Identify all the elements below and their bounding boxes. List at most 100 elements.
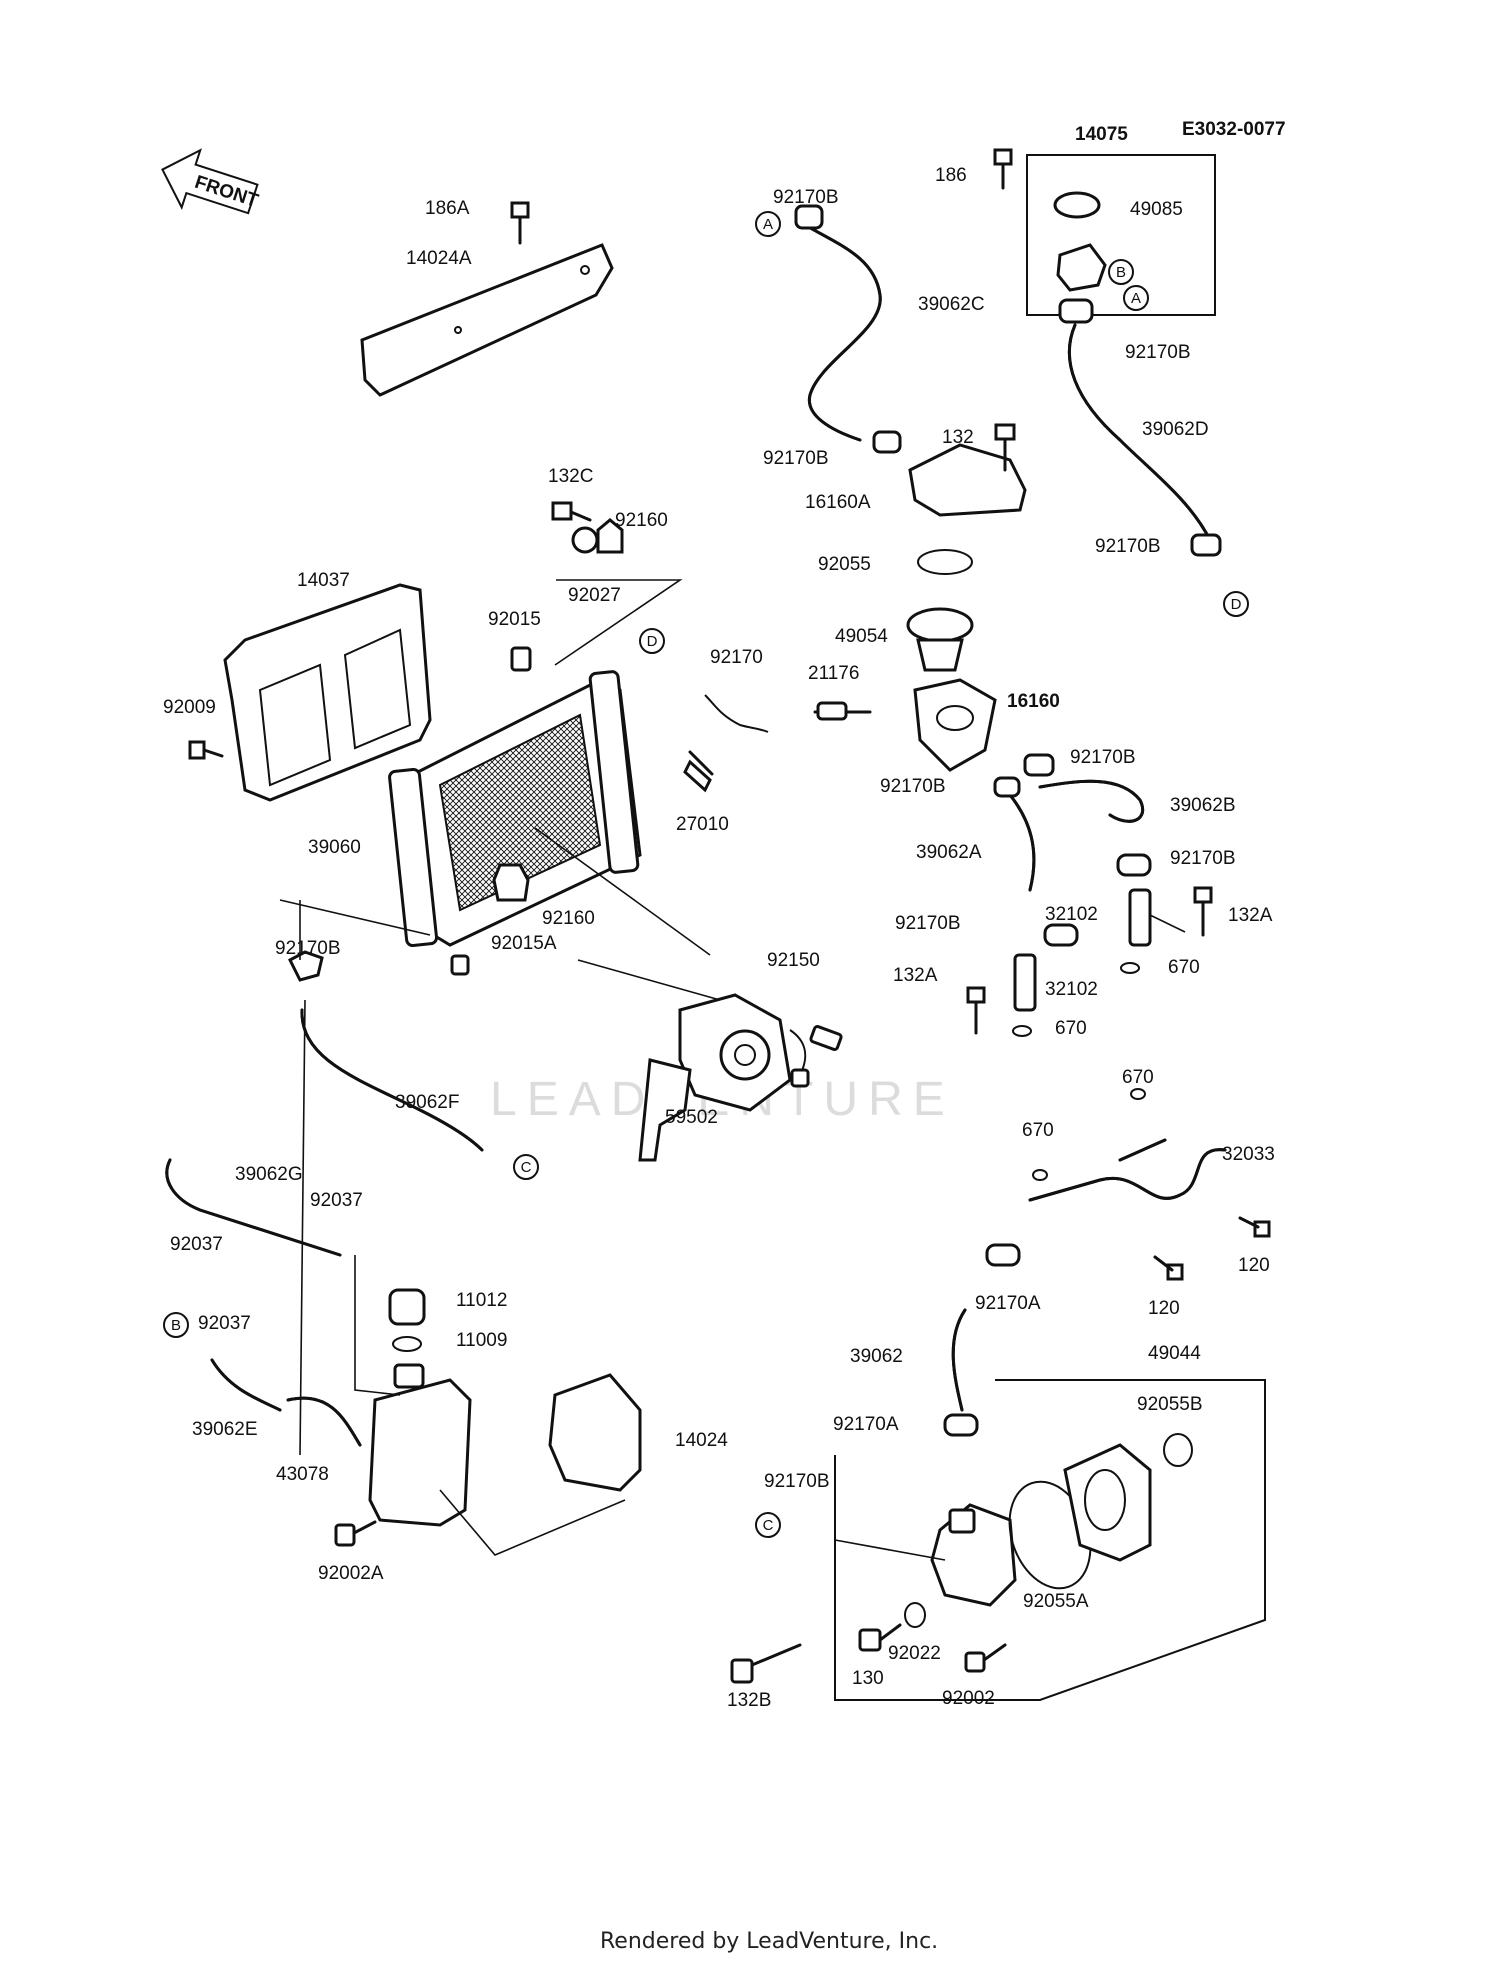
callout-130: 130 (852, 1668, 884, 1689)
callout-92015a: 92015A (491, 933, 557, 954)
callout-132: 132 (942, 427, 974, 448)
callout-92170b: 92170B (763, 448, 829, 469)
reservoir-43078 (368, 1363, 472, 1527)
callout-32102: 32102 (1045, 979, 1098, 1000)
callout-59502: 59502 (665, 1107, 718, 1128)
callout-132b: 132B (727, 1690, 771, 1711)
fitting-32102-lower (1013, 953, 1037, 1012)
callout-92170b: 92170B (1070, 747, 1136, 768)
callout-32102: 32102 (1045, 904, 1098, 925)
fan-motor-59502 (638, 993, 810, 1162)
callout-670: 670 (1022, 1120, 1054, 1141)
grommet-92160-top (596, 518, 624, 554)
switch-27010 (683, 759, 712, 793)
callout-92037: 92037 (170, 1234, 223, 1255)
callout-49044: 49044 (1148, 1343, 1201, 1364)
callout-11009: 11009 (456, 1330, 507, 1351)
callout-132c: 132C (548, 466, 593, 487)
hose-39062 (951, 1308, 967, 1412)
callout-92170b: 92170B (1125, 342, 1191, 363)
callout-132a: 132A (893, 965, 938, 986)
clamp-92170b-lower (872, 430, 902, 454)
gasket-11009 (392, 1336, 422, 1352)
callout-92170a: 92170A (975, 1293, 1041, 1314)
callout-39062d: 39062D (1142, 419, 1209, 440)
callout-39062: 39062 (850, 1346, 903, 1367)
svg-text:D: D (1231, 596, 1242, 613)
callout-16160: 16160 (1007, 691, 1060, 712)
ref-marker-b: B (1108, 259, 1134, 285)
callout-92055a: 92055A (1023, 1591, 1089, 1612)
callout-14075: 14075 (1075, 124, 1128, 145)
diagram-code: E3032-0077 (1182, 119, 1286, 140)
reservoir-cap-11012 (388, 1288, 426, 1326)
callout-92015: 92015 (488, 609, 541, 630)
cap-49085 (1053, 191, 1101, 219)
callout-39062e: 39062E (192, 1419, 258, 1440)
callout-92170b: 92170B (1170, 848, 1236, 869)
hose-39062f (300, 1008, 484, 1152)
callout-92170a: 92170A (833, 1414, 899, 1435)
hose-39062g (165, 1158, 342, 1257)
cover-plate-14024a (360, 243, 614, 397)
callout-92027: 92027 (568, 585, 621, 606)
svg-text:B: B (171, 1317, 181, 1334)
callout-92170b: 92170B (895, 913, 961, 934)
callout-92037: 92037 (310, 1190, 363, 1211)
callout-14037: 14037 (297, 570, 350, 591)
ref-marker-a: A (755, 211, 781, 237)
ref-marker-a: A (1123, 285, 1149, 311)
callout-186a: 186A (425, 198, 470, 219)
callout-120: 120 (1238, 1255, 1270, 1276)
callout-11012: 11012 (456, 1290, 507, 1311)
callout-16160a: 16160A (805, 492, 871, 513)
svg-text:A: A (1131, 290, 1141, 307)
radiator-screen-14037 (223, 583, 432, 802)
hose-39062e (210, 1358, 282, 1412)
callout-14024a: 14024A (406, 248, 472, 269)
clamp-92170b (794, 204, 824, 230)
water-pump (930, 1433, 1193, 1607)
svg-text:D: D (647, 633, 658, 650)
callout-92002a: 92002A (318, 1563, 384, 1584)
svg-text:C: C (521, 1159, 532, 1176)
o-ring-92055 (917, 549, 973, 575)
svg-text:A: A (763, 216, 773, 233)
radiator-39060 (388, 670, 642, 947)
housing-16160 (913, 678, 997, 772)
callout-92160: 92160 (615, 510, 668, 531)
callout-670: 670 (1055, 1018, 1087, 1039)
callout-92037: 92037 (198, 1313, 251, 1334)
svg-text:B: B (1116, 264, 1126, 281)
callout-92170b: 92170B (880, 776, 946, 797)
callout-39062b: 39062B (1170, 795, 1236, 816)
callout-32033: 32033 (1222, 1144, 1275, 1165)
callout-14024: 14024 (675, 1430, 728, 1451)
fitting-32102-upper (1128, 888, 1152, 947)
ref-marker-b: B (163, 1312, 189, 1338)
hose-39062d (1067, 323, 1212, 542)
callout-670: 670 (1168, 957, 1200, 978)
callout-186: 186 (935, 165, 967, 186)
ref-marker-c: C (513, 1154, 539, 1180)
pipe-32033 (1028, 1138, 1227, 1202)
hose-39062a (1008, 793, 1036, 892)
callout-92160: 92160 (542, 908, 595, 929)
hose-39062b (1038, 779, 1145, 823)
callout-39062g: 39062G (235, 1164, 303, 1185)
callout-92170: 92170 (710, 647, 763, 668)
callout-27010: 27010 (676, 814, 729, 835)
front-arrow: FRONT (161, 148, 261, 215)
callout-92055b: 92055B (1137, 1394, 1203, 1415)
hose-39062c (803, 223, 882, 442)
callout-92150: 92150 (767, 950, 820, 971)
thermostat-49054 (906, 607, 974, 672)
callout-49085: 49085 (1130, 199, 1183, 220)
callout-92055: 92055 (818, 554, 871, 575)
callout-92170b: 92170B (1095, 536, 1161, 557)
callout-39062a: 39062A (916, 842, 982, 863)
callout-670: 670 (1122, 1067, 1154, 1088)
callout-39062f: 39062F (395, 1092, 459, 1113)
ref-marker-d: D (1223, 591, 1249, 617)
